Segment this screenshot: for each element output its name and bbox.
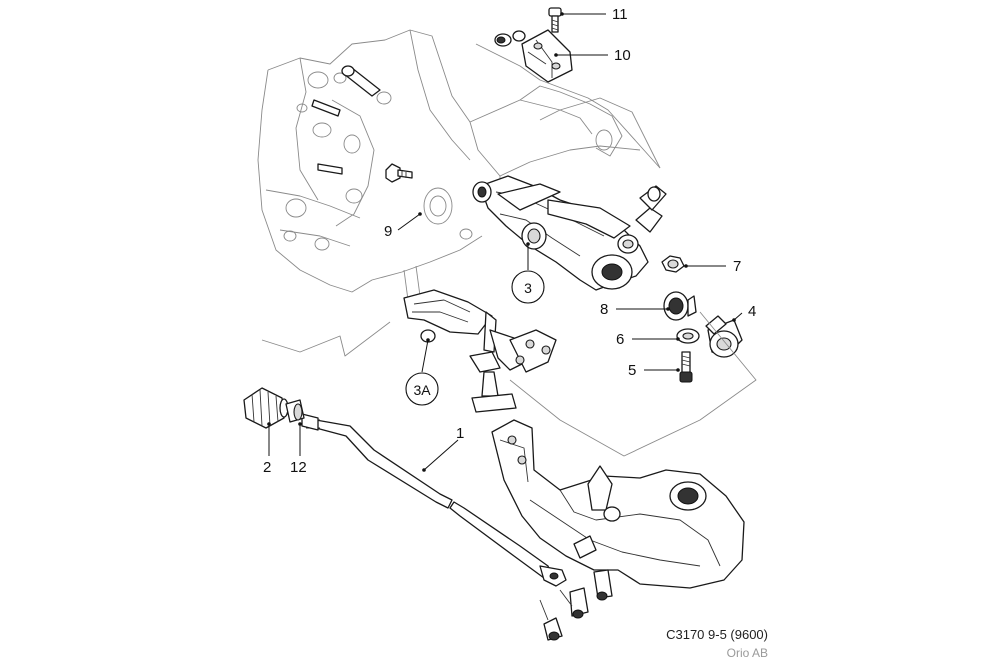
shift-rod (301, 413, 567, 587)
callout-6: 6 (616, 331, 624, 348)
callout-3a: 3A (413, 382, 431, 398)
bolt-5-icon (679, 351, 693, 383)
callout-1: 1 (456, 425, 464, 442)
bracket-4-icon (705, 315, 743, 358)
callout-12: 12 (290, 459, 307, 476)
callout-4: 4 (748, 303, 756, 320)
callout-3: 3 (524, 280, 532, 296)
linkage-bracket-3a (403, 265, 557, 413)
nut-7-icon (661, 255, 685, 273)
callout-10: 10 (614, 47, 631, 64)
callout-circle-3 (511, 270, 545, 304)
callout-2: 2 (263, 459, 271, 476)
callout-circle-3a (405, 372, 439, 406)
control-arm (472, 175, 667, 291)
bolt-9-icon (385, 163, 413, 183)
leader-lines (267, 12, 743, 472)
engine-mount-bracket (494, 29, 573, 83)
diagram-code: C3170 9-5 (9600) (666, 627, 768, 642)
gearbox-studs (311, 65, 381, 175)
washer-6-icon (676, 328, 700, 344)
bolt-11-icon (548, 7, 562, 33)
subframe (491, 419, 745, 641)
callout-5: 5 (628, 362, 636, 379)
copyright-text: Orio AB (726, 646, 768, 660)
callout-7: 7 (733, 258, 741, 275)
rubber-boot-2-icon (243, 387, 289, 429)
callout-9: 9 (384, 223, 392, 240)
callout-11: 11 (612, 6, 628, 23)
bushing-12-icon (285, 399, 305, 423)
bushing-8-icon (663, 291, 697, 321)
callout-8: 8 (600, 301, 608, 318)
callout-labels: 11 10 7 4 8 6 5 9 1 2 12 3 3A (263, 6, 756, 476)
